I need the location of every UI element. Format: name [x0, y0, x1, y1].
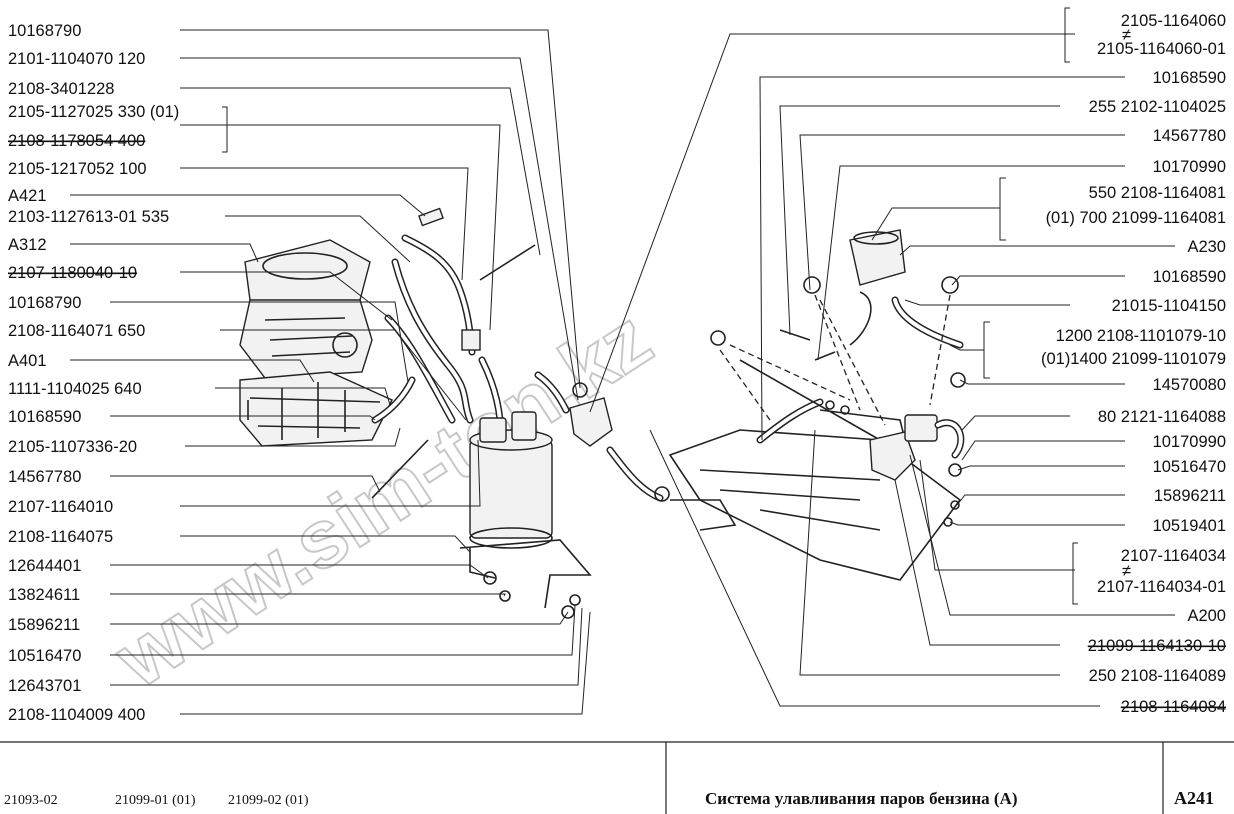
model-code: 21099-01 (01) [115, 793, 196, 808]
part-label: 2108-1178054 400 [8, 132, 145, 150]
part-label: 2103-1127613-01 535 [8, 208, 169, 226]
part-label: 21015-1104150 [1112, 297, 1226, 315]
part-label: 250 2108-1164089 [1089, 667, 1226, 685]
part-label: 14567780 [8, 468, 81, 486]
part-label: 80 2121-1164088 [1098, 408, 1226, 426]
part-label: 15896211 [1154, 487, 1226, 505]
part-label: 2105-1164060 [1121, 12, 1226, 30]
part-label: 10519401 [1153, 517, 1226, 535]
right-part-labels: 2105-1164060 ≠ 2105-1164060-01 10168590 … [1041, 12, 1226, 716]
part-label: 13824611 [8, 586, 80, 604]
part-label: 10168790 [8, 22, 81, 40]
not-equal-sign: ≠ [1122, 562, 1131, 580]
footer: 21093-02 21099-01 (01) 21099-02 (01) Сис… [0, 741, 1234, 814]
tank-drawing [606, 229, 966, 581]
page-code: A241 [1174, 788, 1214, 808]
part-label: 2101-1104070 120 [8, 50, 145, 68]
model-code: 21093-02 [4, 793, 58, 808]
part-label: 2108-1104009 400 [8, 706, 145, 724]
part-label: 2105-1107336-20 [8, 438, 137, 456]
part-label: 1111-1104025 640 [8, 380, 142, 398]
part-label: 21099-1164130-10 [1088, 637, 1226, 655]
part-label: A200 [1187, 607, 1226, 625]
leader-lines-right [589, 7, 1175, 707]
part-label: 10168590 [1153, 268, 1226, 286]
part-label: 2108-3401228 [8, 80, 114, 98]
part-label: A401 [8, 352, 47, 370]
part-label: 10168590 [8, 408, 81, 426]
carburetor-drawing [239, 239, 393, 447]
part-label: A421 [8, 187, 47, 205]
part-label: (01)1400 21099-1101079 [1041, 350, 1226, 368]
part-label: (01) 700 21099-1164081 [1046, 209, 1226, 227]
part-label: A230 [1187, 238, 1226, 256]
not-equal-sign: ≠ [1122, 26, 1131, 44]
part-label: 10170990 [1153, 433, 1226, 451]
part-label: A312 [8, 236, 47, 254]
left-part-labels: 10168790 2101-1104070 120 2108-3401228 2… [8, 22, 179, 724]
part-label: 2105-1217052 100 [8, 160, 147, 178]
part-label: 12644401 [8, 557, 81, 575]
part-label: 14570080 [1153, 376, 1226, 394]
diagram-title: Система улавливания паров бензина (А) [705, 789, 1018, 808]
part-label: 2107-1164034 [1121, 547, 1226, 565]
part-label: 2108-1164071 650 [8, 322, 145, 340]
leader-lines-left [70, 29, 591, 715]
part-label: 2108-1164075 [8, 528, 113, 546]
part-label: 10168790 [8, 294, 81, 312]
part-label: 2107-1164010 [8, 498, 113, 516]
part-label: 15896211 [8, 616, 80, 634]
part-label: 12643701 [8, 677, 81, 695]
part-label: 10516470 [1153, 458, 1226, 476]
part-label: 14567780 [1153, 127, 1226, 145]
part-label: 10516470 [8, 647, 81, 665]
part-label: 10170990 [1153, 158, 1226, 176]
part-label: 1200 2108-1101079-10 [1056, 327, 1226, 345]
part-label: 2105-1127025 330 (01) [8, 103, 179, 121]
watermark: www.sim-ton.kz [99, 293, 666, 706]
part-label: 2107-1164034-01 [1097, 578, 1226, 596]
part-label: 255 2102-1104025 [1089, 98, 1226, 116]
part-label: 2105-1164060-01 [1097, 40, 1226, 58]
part-label: 2108-1164084 [1121, 698, 1226, 716]
part-label: 2107-1180040-10 [8, 264, 137, 282]
part-label: 550 2108-1164081 [1089, 184, 1226, 202]
canister-drawing [459, 411, 592, 619]
part-label: 10168590 [1153, 69, 1226, 87]
model-code: 21099-02 (01) [228, 793, 309, 808]
